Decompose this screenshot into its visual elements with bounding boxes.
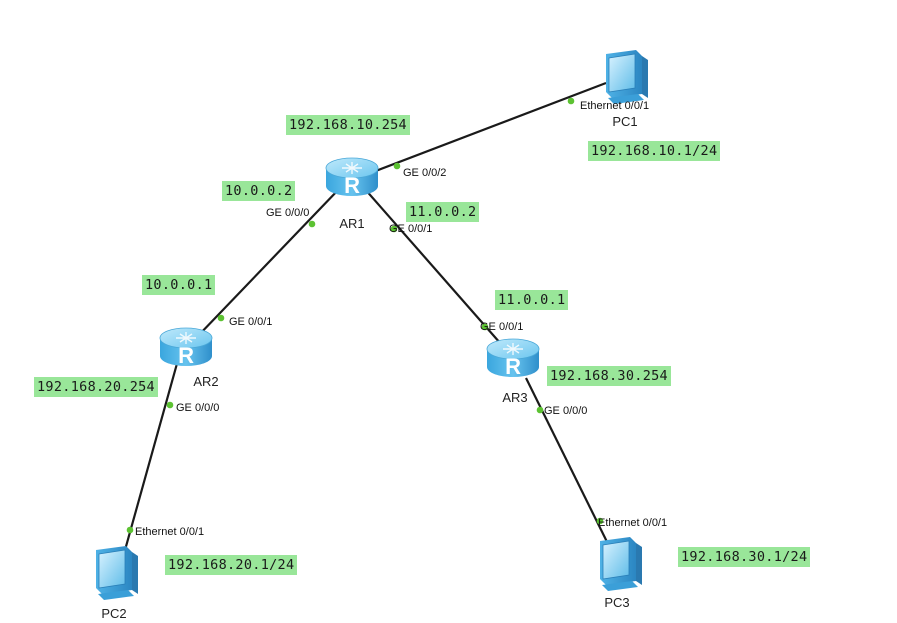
port-dot-pc1 — [567, 97, 575, 105]
ip-label-ar2-to-ar1: 10.0.0.1 — [142, 275, 216, 295]
device-label-pc3: PC3 — [604, 595, 629, 610]
router-glyph: R — [178, 343, 194, 368]
router-ar3[interactable]: R — [486, 338, 540, 379]
port-dot-ar2-ge001 — [217, 314, 225, 322]
ip-label-ar2-lan: 192.168.20.254 — [34, 377, 158, 397]
ip-label-ar1-to-ar2: 10.0.0.2 — [222, 181, 296, 201]
pc-icon — [605, 49, 649, 105]
port-dot-ar3-ge001 — [481, 323, 489, 331]
port-label-ar1-ge000: GE 0/0/0 — [266, 207, 309, 219]
port-dot-pc3 — [596, 517, 604, 525]
port-label-ar2-ge001: GE 0/0/1 — [229, 316, 272, 328]
port-dot-ar1-ge001 — [390, 225, 398, 233]
port-label-ar3-ge001: GE 0/0/1 — [480, 321, 523, 333]
port-label-pc2: Ethernet 0/0/1 — [135, 526, 204, 538]
port-label-ar1-ge002: GE 0/0/2 — [403, 167, 446, 179]
port-label-ar2-ge000: GE 0/0/0 — [176, 402, 219, 414]
router-glyph: R — [505, 354, 521, 379]
port-label-ar3-ge000: GE 0/0/0 — [544, 405, 587, 417]
device-label-ar3: AR3 — [502, 390, 527, 405]
pc-icon — [95, 545, 139, 601]
port-dot-pc2 — [126, 526, 134, 534]
port-label-pc1: Ethernet 0/0/1 — [580, 100, 649, 112]
pc-icon — [599, 536, 643, 592]
device-label-pc1: PC1 — [612, 114, 637, 129]
link-ar1-pc1 — [351, 81, 607, 182]
router-ar1[interactable]: R — [325, 157, 379, 198]
device-label-ar2: AR2 — [193, 374, 218, 389]
device-label-ar1: AR1 — [339, 216, 364, 231]
port-dot-ar1-ge002 — [393, 162, 401, 170]
pc-pc1[interactable] — [605, 49, 649, 105]
pc-pc3[interactable] — [599, 536, 643, 592]
port-dot-ar2-ge000 — [166, 401, 174, 409]
link-ar2-pc2 — [118, 359, 180, 569]
port-dot-ar3-ge000 — [536, 406, 544, 414]
ip-label-ar3-to-ar1: 11.0.0.1 — [495, 290, 569, 310]
port-dot-ar1-ge000 — [308, 220, 316, 228]
device-label-pc2: PC2 — [101, 606, 126, 621]
ip-label-pc2: 192.168.20.1/24 — [165, 555, 298, 575]
port-label-pc3: Ethernet 0/0/1 — [598, 517, 667, 529]
router-ar2[interactable]: R — [159, 327, 213, 368]
router-glyph: R — [344, 173, 360, 198]
link-ar1-ar2 — [195, 187, 341, 339]
port-label-ar1-ge001: GE 0/0/1 — [389, 223, 432, 235]
ip-label-ar1-lan: 192.168.10.254 — [286, 115, 410, 135]
ip-label-ar3-lan: 192.168.30.254 — [547, 366, 671, 386]
ip-label-pc1: 192.168.10.1/24 — [588, 141, 721, 161]
pc-pc2[interactable] — [95, 545, 139, 601]
ip-label-ar1-to-ar3: 11.0.0.2 — [406, 202, 480, 222]
ip-label-pc3: 192.168.30.1/24 — [678, 547, 811, 567]
